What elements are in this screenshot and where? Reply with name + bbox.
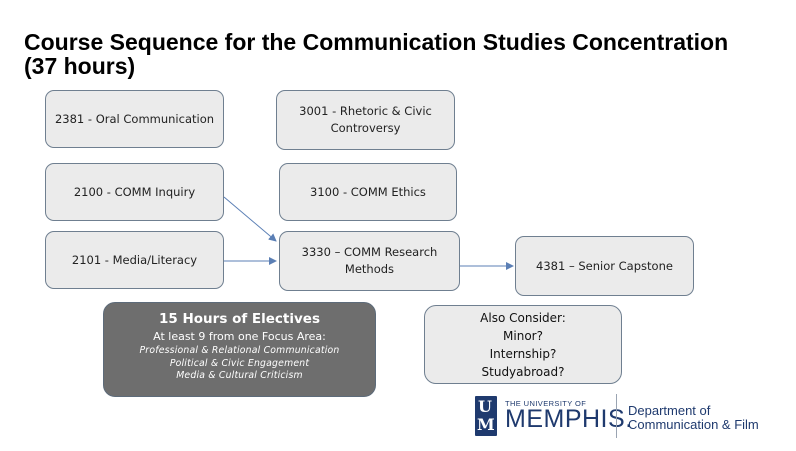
course-3330-box: 3330 – COMM Research Methods <box>279 231 460 291</box>
also-consider-heading: Also Consider: <box>480 311 566 325</box>
focus-area-item: Media & Cultural Criticism <box>176 370 303 381</box>
course-4381-box: 4381 – Senior Capstone <box>515 236 694 296</box>
focus-area-item: Professional & Relational Communication <box>139 345 340 356</box>
course-3330-label-line1: 3330 – COMM Research <box>301 245 438 259</box>
course-3001-label-line2: Controversy <box>330 121 401 135</box>
consider-item: Minor? <box>503 329 543 343</box>
course-3100-label: 3100 - COMM Ethics <box>310 184 426 199</box>
course-4381-label: 4381 – Senior Capstone <box>536 258 673 273</box>
course-2100-box: 2100 - COMM Inquiry <box>45 163 224 221</box>
also-consider-box: Also Consider: Minor? Internship? Studya… <box>424 305 622 384</box>
course-2101-box: 2101 - Media/Literacy <box>45 231 224 289</box>
course-2381-label: 2381 - Oral Communication <box>54 111 215 126</box>
logo-memphis-wordmark: MEMPHIS. <box>505 405 633 433</box>
title-line-2: (37 hours) <box>24 53 136 79</box>
arrow-2100-to-3330 <box>223 196 277 242</box>
electives-box: 15 Hours of Electives At least 9 from on… <box>103 302 376 397</box>
page-title: Course Sequence for the Communication St… <box>24 30 784 78</box>
university-logo: U M THE UNIVERSITY OF MEMPHIS. Departmen… <box>475 394 775 442</box>
course-2100-label: 2100 - COMM Inquiry <box>73 184 196 199</box>
focus-area-item: Political & Civic Engagement <box>169 357 310 369</box>
electives-heading: 15 Hours of Electives <box>159 311 320 327</box>
department-line-1: Department of <box>628 403 711 418</box>
course-3100-box: 3100 - COMM Ethics <box>279 163 457 221</box>
course-3330-label-line2: Methods <box>344 262 395 276</box>
um-logo-mark-icon: U M <box>475 396 497 436</box>
course-2381-box: 2381 - Oral Communication <box>45 90 224 148</box>
consider-item: Internship? <box>489 347 557 361</box>
department-line-2: Communication & Film <box>628 417 759 432</box>
course-3001-box: 3001 - Rhetoric & Civic Controversy <box>276 90 455 150</box>
logo-divider <box>616 394 617 438</box>
title-line-1: Course Sequence for the Communication St… <box>24 29 729 55</box>
department-name: Department of Communication & Film <box>628 404 759 432</box>
course-3001-label-line1: 3001 - Rhetoric & Civic <box>299 104 432 118</box>
logo-university-line: THE UNIVERSITY OF <box>505 399 587 408</box>
course-2101-label: 2101 - Media/Literacy <box>71 252 198 267</box>
electives-subheading: At least 9 from one Focus Area: <box>153 330 326 343</box>
consider-item: Studyabroad? <box>481 365 565 379</box>
